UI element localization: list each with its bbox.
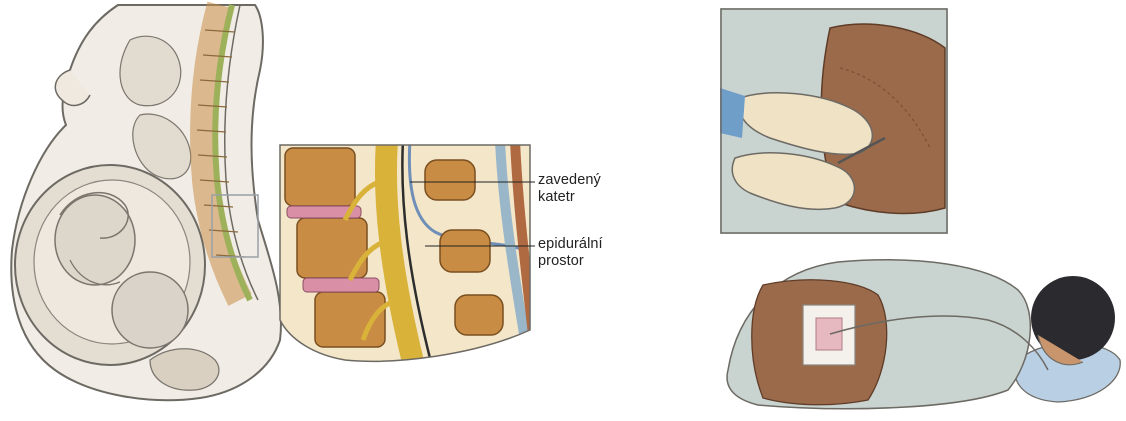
patient-lying-illustration bbox=[718, 250, 1123, 418]
catheter-label-line2: katetr bbox=[538, 189, 601, 206]
sagittal-pregnancy-illustration bbox=[0, 0, 290, 421]
epidural-space-label: epidurální prostor bbox=[538, 236, 603, 270]
spine-detail-illustration bbox=[275, 140, 535, 370]
catheter-label-line1: zavedený bbox=[538, 172, 601, 189]
needle-insertion-illustration bbox=[720, 8, 948, 234]
epidural-label-line1: epidurální bbox=[538, 236, 603, 253]
epidural-label-line2: prostor bbox=[538, 253, 603, 270]
catheter-label: zavedený katetr bbox=[538, 172, 601, 206]
